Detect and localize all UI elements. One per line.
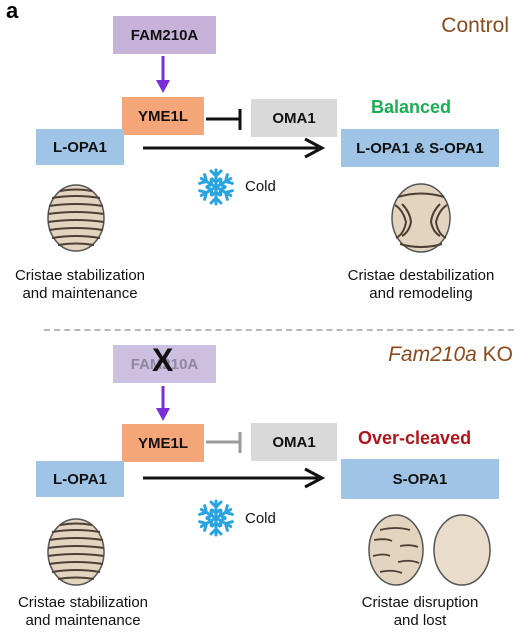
- oma1-label: OMA1: [272, 109, 316, 127]
- caption-line: and maintenance: [22, 285, 138, 302]
- caption-line: Cristae disruption: [361, 594, 479, 611]
- result-label-ko: S-OPA1: [392, 470, 448, 488]
- snowflake-icon-ko: [199, 501, 233, 535]
- caption-line: Cristae destabilization: [347, 267, 495, 284]
- fam210a-label-ko: FAM210A: [130, 355, 199, 373]
- activation-arrowhead: [156, 80, 170, 93]
- caption-line: and lost: [393, 612, 447, 629]
- yme1l-label: YME1L: [137, 107, 188, 125]
- condition-rest: KO: [476, 343, 513, 366]
- yme1l-box-ko: YME1L: [122, 424, 204, 462]
- mitochondrion-stable-icon-ko: [47, 518, 105, 586]
- l-opa1-label-ko: L-OPA1: [53, 470, 107, 488]
- caption-line: and maintenance: [25, 612, 141, 629]
- l-opa1-box-ko: L-OPA1: [36, 461, 124, 497]
- result-box-ko: S-OPA1: [341, 459, 499, 499]
- yme1l-label-ko: YME1L: [137, 434, 188, 452]
- condition-label-control: Control: [441, 14, 509, 37]
- fam210a-box: FAM210A: [113, 16, 216, 54]
- cleavage-arrowhead-ko: [304, 467, 326, 489]
- panel-label: a: [6, 0, 19, 23]
- caption-line: Cristae stabilization: [17, 594, 149, 611]
- caption-line: and remodeling: [369, 285, 473, 302]
- mitochondrion-remodeled-icon: [391, 183, 451, 253]
- yme1l-box: YME1L: [122, 97, 204, 135]
- oma1-box: OMA1: [251, 99, 337, 137]
- l-opa1-box-control: L-OPA1: [36, 129, 124, 165]
- section-divider: [44, 329, 514, 331]
- mitochondrion-stable-icon: [47, 184, 105, 252]
- right-caption-ko: Cristae disruption and lost: [345, 594, 495, 630]
- l-opa1-label: L-OPA1: [53, 138, 107, 156]
- activation-arrowhead-ko: [156, 408, 170, 421]
- mitochondrion-disrupted-icon: [368, 514, 424, 586]
- oma1-box-ko: OMA1: [251, 423, 337, 461]
- knockout-x-mark: X: [152, 342, 174, 378]
- condition-italic: Fam210a: [388, 343, 477, 366]
- fam210a-box-ko: FAM210A: [113, 345, 216, 383]
- state-balanced: Balanced: [371, 97, 452, 117]
- left-caption-ko: Cristae stabilization and maintenance: [0, 594, 166, 630]
- result-box-control: L-OPA1 & S-OPA1: [341, 129, 499, 167]
- cold-label-ko: Cold: [245, 510, 276, 527]
- left-caption-control: Cristae stabilization and maintenance: [0, 267, 160, 303]
- state-over-cleaved: Over-cleaved: [358, 428, 472, 448]
- result-label: L-OPA1 & S-OPA1: [356, 139, 484, 157]
- cleavage-arrowhead: [304, 137, 326, 159]
- fam210a-label: FAM210A: [130, 26, 199, 44]
- caption-line: Cristae stabilization: [14, 267, 146, 284]
- condition-label-ko: Fam210a KO: [388, 343, 513, 367]
- oma1-label-ko: OMA1: [272, 433, 316, 451]
- mitochondrion-empty-icon: [433, 514, 491, 586]
- right-caption-control: Cristae destabilization and remodeling: [326, 267, 516, 303]
- cold-label-control: Cold: [245, 178, 276, 195]
